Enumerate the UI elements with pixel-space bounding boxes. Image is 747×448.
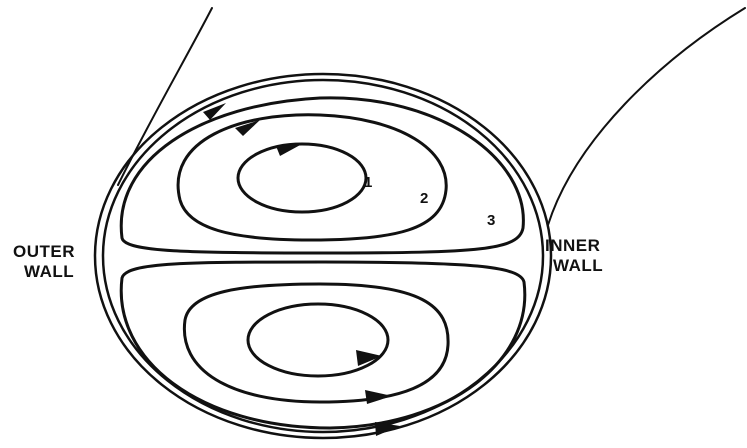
streamline-label-3: 3 <box>487 212 495 229</box>
pipe-wall-outer <box>95 74 551 438</box>
inner-wall-label-line2: WALL <box>553 256 603 275</box>
outer-wall-label-line2: WALL <box>24 262 74 281</box>
arrow-upper-1 <box>276 144 302 156</box>
streamline-label-1: 1 <box>364 174 372 191</box>
lower-streamline-2 <box>184 284 448 402</box>
inner-wall-curve <box>548 8 745 225</box>
streamline-label-2: 2 <box>420 190 428 207</box>
outer-wall-curve <box>118 8 212 185</box>
upper-streamline-1 <box>238 144 366 212</box>
lower-streamline-1 <box>248 304 388 376</box>
arrow-lower-2 <box>365 390 392 404</box>
outer-wall-label-line1: OUTER <box>13 242 75 261</box>
upper-streamline-2 <box>178 115 446 240</box>
inner-wall-label-line1: INNER <box>545 236 600 255</box>
